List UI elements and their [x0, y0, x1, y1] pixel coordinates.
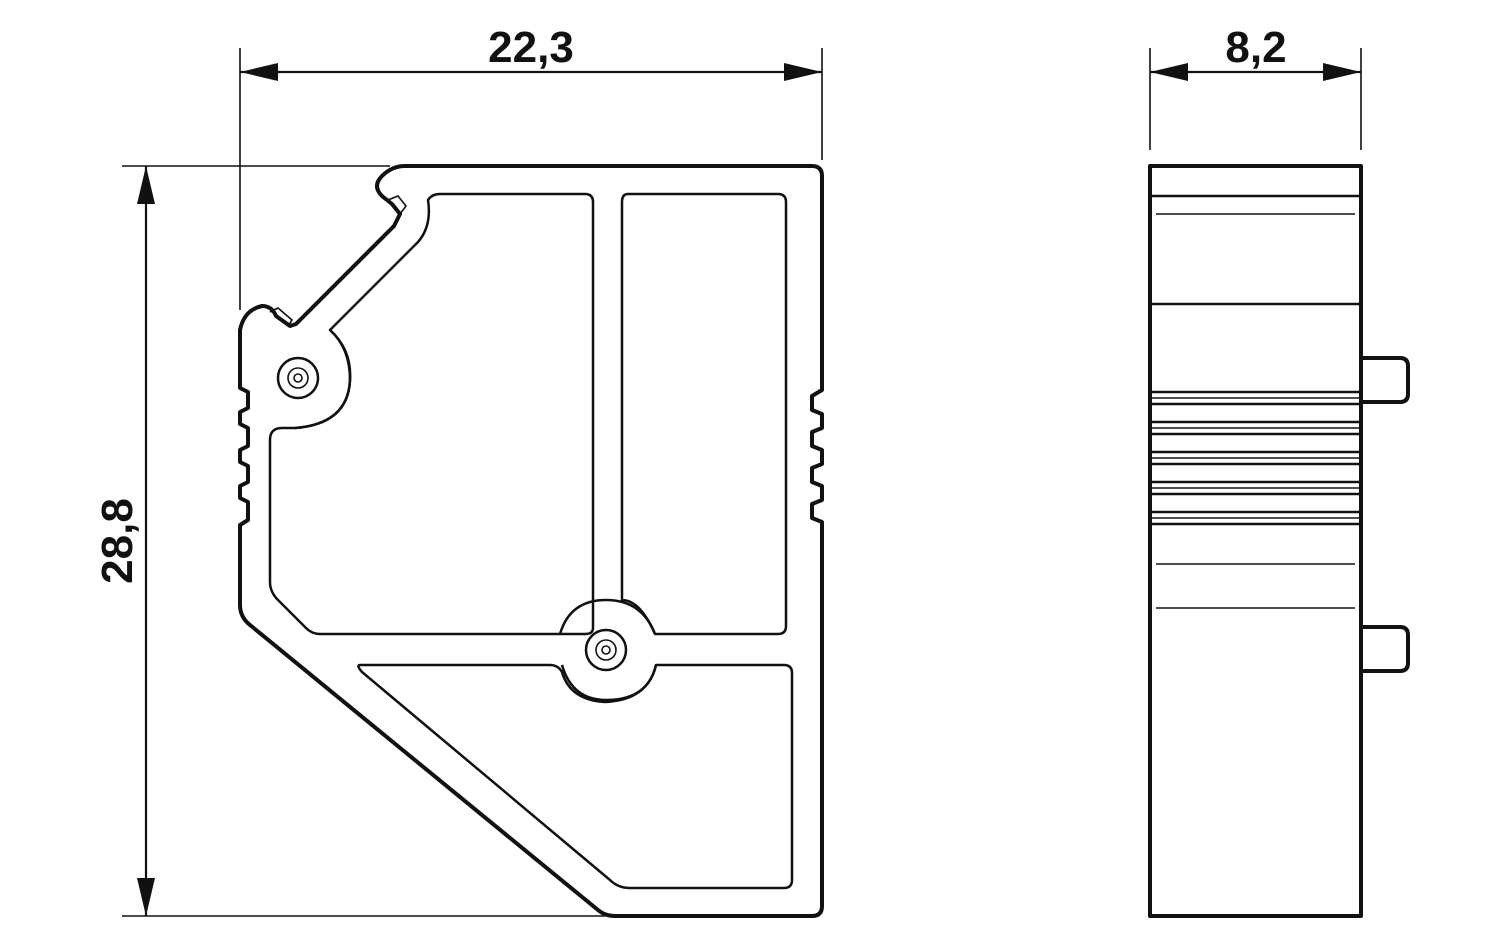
front-outer-contour — [238, 164, 824, 918]
lower-screw-boss — [558, 598, 658, 702]
dimension-width-front: 22,3 — [239, 23, 823, 310]
side-tab-upper — [1359, 356, 1410, 404]
pocket-upper-right — [620, 192, 788, 636]
dimension-label-side-width: 8,2 — [1225, 23, 1286, 72]
pocket-upper-left — [268, 192, 595, 636]
side-tab-lower — [1359, 625, 1410, 673]
left-latch-detail — [269, 307, 294, 327]
lower-screw — [584, 628, 628, 672]
dimension-label-height: 28,8 — [93, 498, 142, 584]
upper-screw — [276, 356, 320, 400]
top-latch-detail — [387, 195, 408, 215]
side-body — [1148, 164, 1363, 918]
dimension-width-side: 8,2 — [1149, 23, 1362, 150]
pocket-lower — [357, 663, 794, 890]
front-view — [238, 164, 824, 918]
dimension-height-front: 28,8 — [93, 165, 605, 917]
dimension-label-width: 22,3 — [488, 23, 574, 72]
upper-screw-boss — [294, 329, 352, 430]
side-view — [1148, 164, 1410, 918]
